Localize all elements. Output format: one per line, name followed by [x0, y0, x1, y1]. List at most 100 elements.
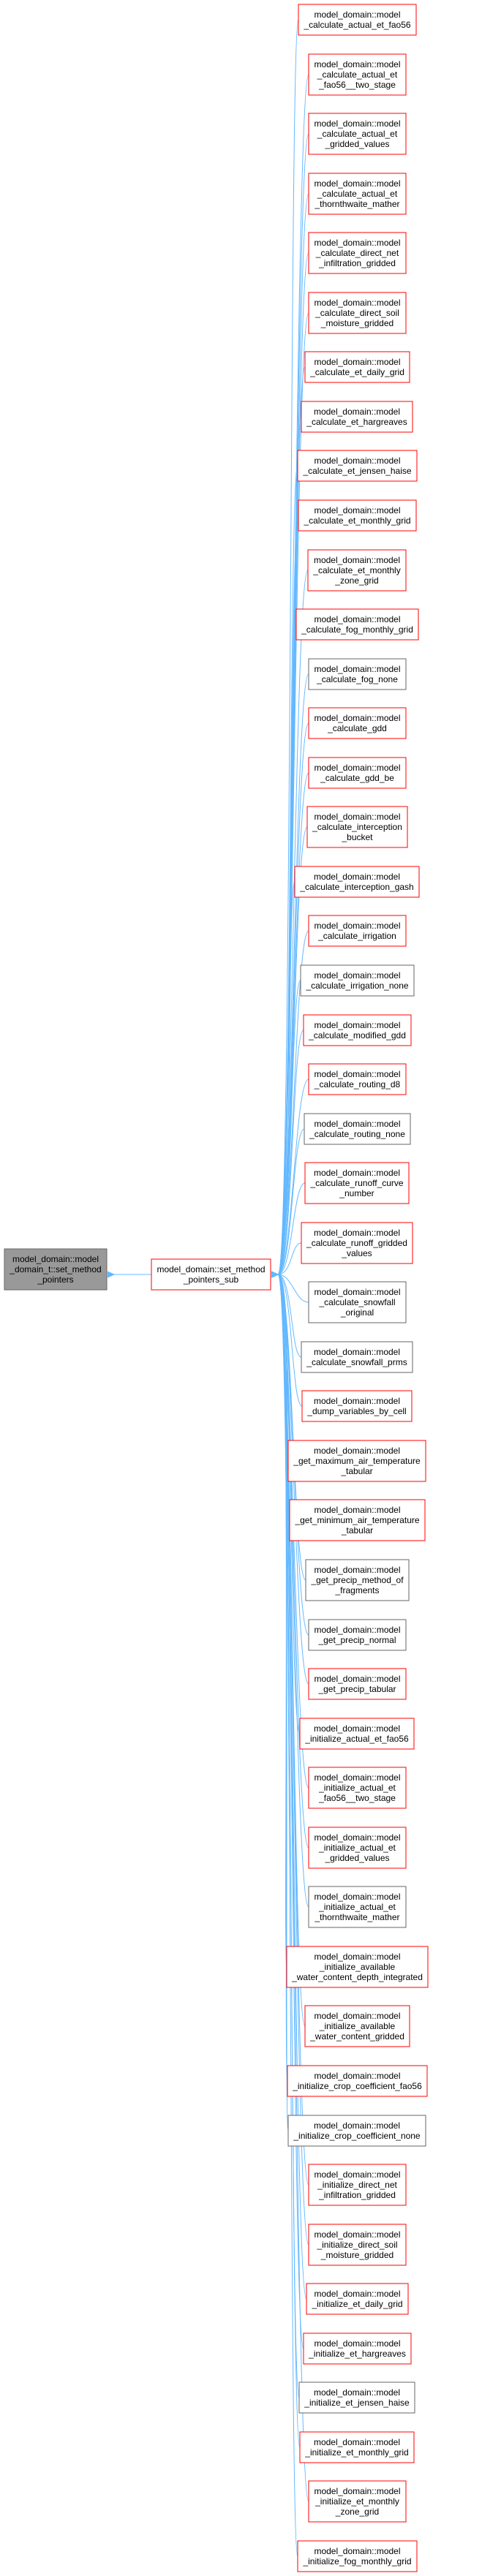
target-node-calculate-et-monthly-grid[interactable]: model_domain::model_calculate_et_monthly…	[298, 499, 417, 532]
target-node-calculate-snowfall-original[interactable]: model_domain::model_calculate_snowfall_o…	[308, 1281, 407, 1323]
target-node-calculate-irrigation-none[interactable]: model_domain::model_calculate_irrigation…	[300, 964, 415, 997]
target-node-initialize-et-hargreaves[interactable]: model_domain::model_initialize_et_hargre…	[303, 2333, 412, 2365]
node-box	[304, 351, 410, 383]
root-node-set-method-pointers[interactable]: model_domain::model_domain_t::set_method…	[4, 1248, 108, 1291]
target-node-calculate-routing-none[interactable]: model_domain::model_calculate_routing_no…	[304, 1113, 411, 1145]
target-node-initialize-available-water-content-gridded[interactable]: model_domain::model_initialize_available…	[304, 2005, 410, 2047]
target-node-calculate-actual-et-gridded-values[interactable]: model_domain::model_calculate_actual_et_…	[308, 113, 407, 155]
node-label-line: _calculate_gdd	[327, 723, 387, 733]
node-label-line: _thornthwaite_mather	[314, 1912, 399, 1922]
target-node-calculate-actual-et-fao56-two-stage[interactable]: model_domain::model_calculate_actual_et_…	[308, 53, 407, 96]
target-node-get-precip-normal[interactable]: model_domain::model_get_precip_normal	[308, 1619, 407, 1651]
target-node-calculate-direct-net-infiltration-gridded[interactable]: model_domain::model_calculate_direct_net…	[308, 232, 407, 274]
node-box	[287, 2115, 426, 2147]
target-node-initialize-crop-coefficient-fao56[interactable]: model_domain::model_initialize_crop_coef…	[287, 2065, 428, 2097]
node-label-line: _domain_t::set_method	[9, 1264, 101, 1274]
node-box	[295, 608, 419, 641]
node-label-line: model_domain::model	[314, 2546, 400, 2556]
node-box	[306, 2283, 409, 2315]
node-label-line: model_domain::model	[314, 1625, 400, 1635]
target-node-calculate-gdd[interactable]: model_domain::model_calculate_gdd	[308, 707, 407, 739]
node-box	[307, 549, 407, 592]
node-label-line: _calculate_direct_soil	[315, 308, 399, 318]
target-node-calculate-runoff-gridded-values[interactable]: model_domain::model_calculate_runoff_gri…	[301, 1222, 413, 1264]
node-box	[308, 1668, 407, 1700]
node-box	[297, 450, 418, 482]
hub-node-set-method-pointers-sub[interactable]: model_domain::set_method_pointers_sub	[151, 1258, 271, 1291]
target-node-initialize-fog-monthly-grid[interactable]: model_domain::model_initialize_fog_month…	[297, 2540, 418, 2572]
node-label-line: _water_content_gridded	[309, 2031, 404, 2041]
target-node-calculate-actual-et-thornthwaite-mather[interactable]: model_domain::model_calculate_actual_et_…	[308, 173, 407, 215]
target-node-initialize-direct-soil-moisture-gridded[interactable]: model_domain::model_initialize_direct_so…	[308, 2224, 407, 2266]
target-node-calculate-et-jensen-haise[interactable]: model_domain::model_calculate_et_jensen_…	[297, 450, 418, 482]
target-node-calculate-irrigation[interactable]: model_domain::model_calculate_irrigation	[308, 915, 407, 947]
target-node-initialize-et-jensen-haise[interactable]: model_domain::model_initialize_et_jensen…	[298, 2382, 415, 2414]
target-node-calculate-modified-gdd[interactable]: model_domain::model_calculate_modified_g…	[303, 1014, 412, 1046]
node-label-line: _calculate_runoff_gridded	[306, 1238, 407, 1248]
node-box	[308, 1886, 407, 1928]
node-label-line: model_domain::model	[314, 614, 400, 624]
target-node-calculate-et-daily-grid[interactable]: model_domain::model_calculate_et_daily_g…	[304, 351, 410, 383]
target-node-initialize-actual-et-fao56-two-stage[interactable]: model_domain::model_initialize_actual_et…	[308, 1767, 407, 1809]
node-label-line: model_domain::model	[314, 456, 400, 466]
target-node-get-precip-tabular[interactable]: model_domain::model_get_precip_tabular	[308, 1668, 407, 1700]
target-node-calculate-runoff-curve-number[interactable]: model_domain::model_calculate_runoff_cur…	[304, 1162, 410, 1204]
target-node-initialize-et-daily-grid[interactable]: model_domain::model_initialize_et_daily_…	[306, 2283, 409, 2315]
target-node-calculate-snowfall-prms[interactable]: model_domain::model_calculate_snowfall_p…	[301, 1341, 413, 1373]
node-label-line: model_domain::model	[314, 1446, 400, 1456]
target-node-dump-variables-by-cell[interactable]: model_domain::model_dump_variables_by_ce…	[301, 1390, 413, 1422]
target-node-initialize-available-water-content-depth-integrated[interactable]: model_domain::model_initialize_available…	[286, 1946, 429, 1988]
node-label-line: _calculate_interception	[312, 822, 402, 832]
target-node-initialize-et-monthly-grid[interactable]: model_domain::model_initialize_et_monthl…	[299, 2431, 415, 2463]
node-box	[308, 1767, 407, 1809]
node-label-line: _initialize_actual_et_fao56	[304, 1734, 409, 1744]
edge-calculate-modified-gdd	[278, 1030, 304, 1274]
target-node-get-precip-method-of-fragments[interactable]: model_domain::model_get_precip_method_of…	[305, 1559, 410, 1601]
node-label-line: model_domain::model	[314, 1119, 400, 1129]
edge-calculate-routing-none	[278, 1128, 305, 1274]
target-node-calculate-interception-gash[interactable]: model_domain::model_calculate_intercepti…	[294, 866, 420, 898]
node-label-line: model_domain::model	[314, 238, 400, 248]
target-node-calculate-fog-none[interactable]: model_domain::model_calculate_fog_none	[308, 658, 407, 690]
target-node-initialize-et-monthly-zone-grid[interactable]: model_domain::model_initialize_et_monthl…	[308, 2480, 407, 2523]
node-label-line: _get_precip_method_of	[310, 1575, 404, 1585]
node-label-line: _initialize_et_hargreaves	[308, 2349, 406, 2359]
target-node-initialize-actual-et-thornthwaite-mather[interactable]: model_domain::model_initialize_actual_et…	[308, 1886, 407, 1928]
target-node-calculate-gdd-be[interactable]: model_domain::model_calculate_gdd_be	[308, 757, 407, 789]
node-label-line: model_domain::model	[314, 1772, 400, 1783]
node-label-line: _initialize_available	[319, 1962, 396, 1972]
node-label-line: _calculate_routing_none	[309, 1129, 405, 1139]
node-label-line: _fao56__two_stage	[318, 80, 396, 90]
node-box	[287, 2065, 428, 2097]
node-box	[308, 2224, 407, 2266]
edge-calculate-runoff-gridded-values	[278, 1242, 302, 1274]
target-node-calculate-et-hargreaves[interactable]: model_domain::model_calculate_et_hargrea…	[301, 401, 413, 433]
target-node-calculate-fog-monthly-grid[interactable]: model_domain::model_calculate_fog_monthl…	[295, 608, 419, 641]
target-node-initialize-actual-et-gridded-values[interactable]: model_domain::model_initialize_actual_et…	[308, 1827, 407, 1869]
node-label-line: _calculate_snowfall	[318, 1297, 395, 1307]
target-node-calculate-actual-et-fao56[interactable]: model_domain::model_calculate_actual_et_…	[298, 4, 417, 36]
node-box	[303, 2333, 412, 2365]
node-box	[301, 1222, 413, 1264]
node-label-line: model_domain::model	[314, 763, 400, 773]
node-box	[308, 1827, 407, 1869]
target-node-initialize-actual-et-fao56[interactable]: model_domain::model_initialize_actual_et…	[299, 1718, 415, 1750]
target-node-calculate-routing-d8[interactable]: model_domain::model_calculate_routing_d8	[308, 1063, 407, 1095]
target-node-calculate-et-monthly-zone-grid[interactable]: model_domain::model_calculate_et_monthly…	[307, 549, 407, 592]
node-label-line: _initialize_direct_soil	[316, 2240, 397, 2250]
node-label-line: model_domain::model	[314, 2338, 400, 2349]
target-node-calculate-interception-bucket[interactable]: model_domain::model_calculate_intercepti…	[306, 806, 408, 848]
target-node-get-minimum-air-temperature-tabular[interactable]: model_domain::model_get_minimum_air_temp…	[289, 1499, 426, 1541]
node-box	[308, 232, 407, 274]
node-box	[308, 757, 407, 789]
node-label-line: model_domain::model	[314, 2387, 400, 2398]
target-node-get-maximum-air-temperature-tabular[interactable]: model_domain::model_get_maximum_air_temp…	[287, 1440, 426, 1482]
target-node-initialize-crop-coefficient-none[interactable]: model_domain::model_initialize_crop_coef…	[287, 2115, 426, 2147]
node-box	[151, 1258, 271, 1291]
node-box	[286, 1946, 429, 1988]
node-box	[308, 1619, 407, 1651]
target-node-initialize-direct-net-infiltration-gridded[interactable]: model_domain::model_initialize_direct_ne…	[308, 2164, 407, 2206]
target-node-calculate-direct-soil-moisture-gridded[interactable]: model_domain::model_calculate_direct_soi…	[308, 292, 407, 334]
node-label-line: model_domain::set_method	[157, 1264, 265, 1274]
edge-calculate-actual-et-fao56	[278, 19, 299, 1274]
